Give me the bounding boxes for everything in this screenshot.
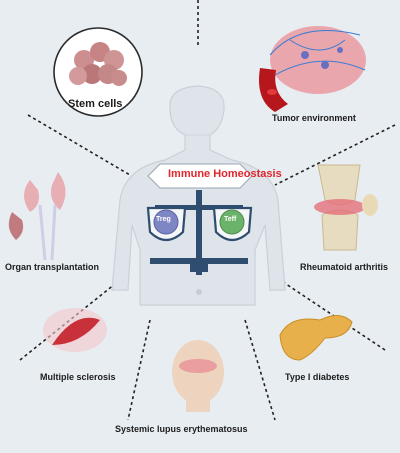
pancreas-icon	[279, 315, 353, 361]
connector-bottom-left	[127, 319, 151, 421]
connector-lines	[19, 0, 396, 421]
connector-upper-left	[27, 114, 131, 176]
knee-joint-icon	[314, 164, 378, 251]
type-1-diabetes-label: Type I diabetes	[285, 372, 350, 382]
stem-cells-icon	[53, 27, 143, 117]
face-rash-icon	[172, 340, 224, 412]
multiple-sclerosis-label: Multiple sclerosis	[40, 372, 116, 382]
title-label: Immune Homeostasis	[168, 168, 282, 180]
tumor-environment-label: Tumor environment	[272, 113, 356, 123]
treg-label: Treg	[156, 216, 171, 223]
title-banner	[147, 163, 253, 189]
organ-transplantation-label: Organ transplantation	[5, 262, 100, 272]
treg-cell-icon	[153, 209, 179, 235]
muscle-icon	[43, 308, 107, 352]
stem-cells-label: Stem cells	[68, 98, 123, 110]
teff-cell-icon	[219, 209, 245, 235]
teff-label: Teff	[224, 216, 237, 223]
tumor-environment-icon	[259, 26, 366, 112]
balance-scale-icon	[146, 190, 253, 295]
rheumatoid-arthritis-label: Rheumatoid arthritis	[300, 262, 389, 272]
connector-bottom-right	[244, 319, 276, 421]
sle-label: Systemic lupus erythematosus	[115, 424, 248, 434]
kidney-icon	[8, 172, 66, 261]
connector-upper-right	[274, 124, 396, 186]
